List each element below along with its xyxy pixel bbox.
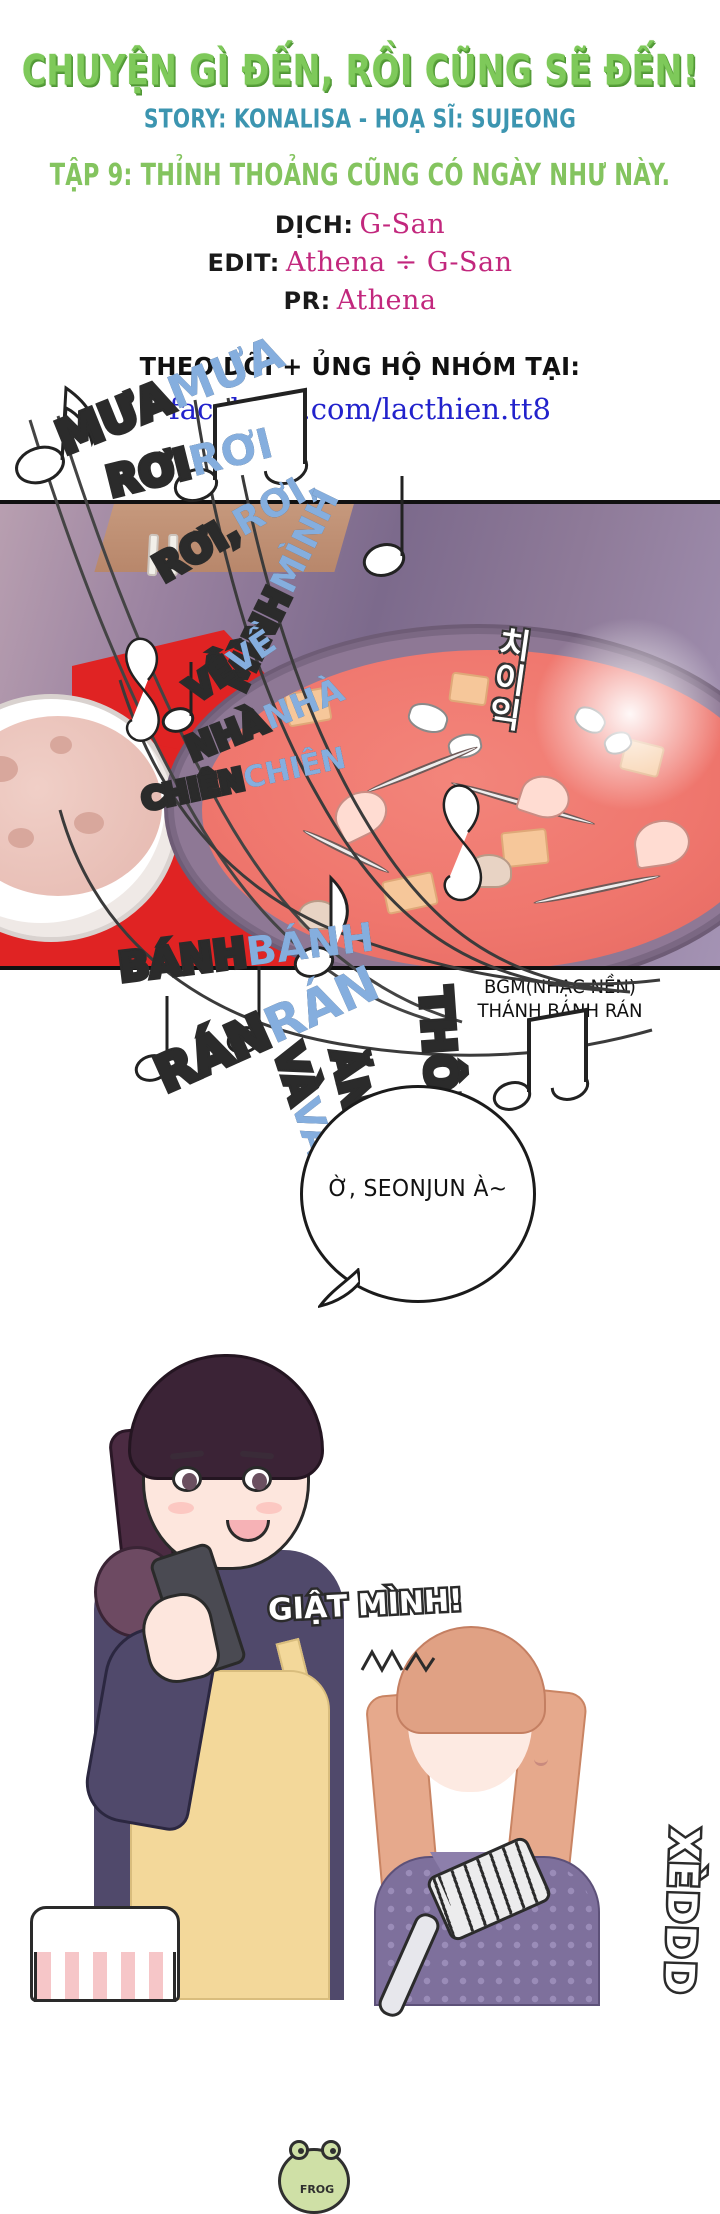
mushroom (466, 854, 512, 888)
tofu-piece (381, 870, 439, 916)
frog-badge-label: FROG (299, 2183, 335, 2196)
staff-row-edit: EDIT:Athena ÷ G-San (0, 249, 720, 276)
staff-value: G-San (359, 209, 446, 240)
frog-eye-icon (289, 2140, 309, 2160)
panel-food-scene: 치이익 (0, 500, 720, 970)
character-girl-with-spatula (330, 1620, 620, 2021)
frog-eye-icon (321, 2140, 341, 2160)
cake-stripes (34, 1952, 176, 2002)
hair-top (396, 1626, 546, 1734)
sfx-shake-marks (360, 1648, 436, 1674)
staff-value: Athena ÷ G-San (285, 247, 513, 278)
nose (534, 1758, 548, 1766)
food-chunk (0, 756, 18, 782)
staff-label: PR: (283, 287, 331, 315)
blush (256, 1502, 282, 1514)
staff-row-pr: PR:Athena (0, 287, 720, 314)
speech-bubble-tail (318, 1268, 360, 1308)
steam-cloud (530, 614, 720, 814)
scallion-ring (404, 698, 452, 738)
byline-credits: STORY: KONALISA - HOẠ SĨ: SUJEONG (143, 105, 577, 135)
food-chunk (74, 812, 104, 834)
follow-us-line: THEO DÕI + ỦNG HỘ NHÓM TẠI: (139, 352, 581, 381)
shrimp (631, 816, 693, 870)
speech-bubble (300, 1085, 536, 1303)
staff-credits-list: DỊCH:G-San EDIT:Athena ÷ G-San PR:Athena (0, 200, 720, 318)
staff-row-dich: DỊCH:G-San (0, 211, 720, 238)
food-chunk (8, 828, 34, 848)
shrimp (327, 782, 395, 846)
page-title: CHUYỆN GÌ ĐẾN, RỒI CŨNG SẼ ĐẾN! (21, 46, 699, 96)
staff-label: EDIT: (207, 249, 280, 277)
frog-badge-icon: FROG (278, 2140, 350, 2214)
blush (168, 1502, 194, 1514)
noodle-strand (532, 872, 662, 907)
episode-title: TẬP 9: THỈNH THOẢNG CŨNG CÓ NGÀY NHƯ NÀY… (49, 157, 671, 193)
staff-label: DỊCH: (274, 211, 354, 239)
eye (242, 1466, 272, 1492)
staff-value: Athena (336, 285, 437, 316)
food-chunk (50, 736, 72, 754)
eye (172, 1466, 202, 1492)
webtoon-page: CHUYỆN GÌ ĐẾN, RỒI CŨNG SẼ ĐẾN! STORY: K… (0, 46, 720, 2214)
hair-top (128, 1354, 324, 1480)
speech-bubble-text: Ờ, SEONJUN À~ (328, 1176, 508, 1202)
